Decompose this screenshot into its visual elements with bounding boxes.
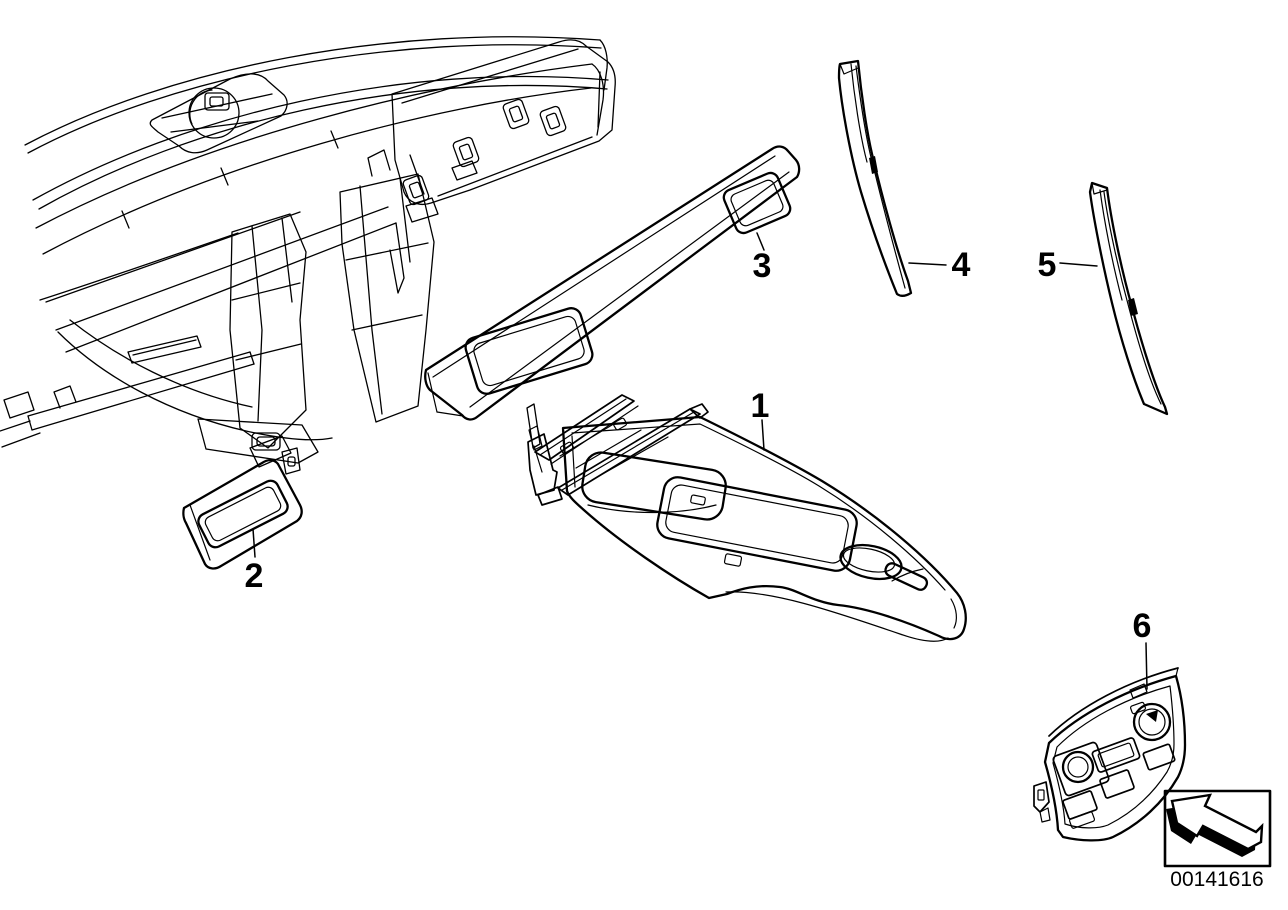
knob-opening-right: [1132, 702, 1172, 742]
part-5-trim-strip-drawing: [1088, 181, 1169, 416]
leader-line-6: [1145, 642, 1148, 690]
callout-leader-lines: [252, 232, 1148, 690]
part-2-trim-plate-drawing: [182, 458, 303, 570]
part-3-dashboard-trim-strip-drawing: [424, 145, 801, 421]
stamp-border: [1163, 789, 1272, 868]
leader-line-3: [756, 232, 765, 251]
knob-opening-left: [1052, 741, 1110, 797]
leader-line-4: [908, 262, 947, 266]
callout-6[interactable]: 6: [1132, 607, 1152, 645]
callout-5[interactable]: 5: [1037, 246, 1057, 284]
part-6-rear-panel-drawing: [1033, 667, 1187, 842]
part-4-trim-strip-drawing: [837, 59, 913, 297]
leader-line-1: [761, 419, 765, 451]
callout-1[interactable]: 1: [750, 387, 770, 425]
lower-bracket-drawing: [197, 418, 319, 475]
glovebox-trough-drawing: [391, 39, 616, 223]
leader-line-2: [252, 528, 256, 558]
image-number: 00141616: [1170, 868, 1264, 891]
callout-3[interactable]: 3: [752, 247, 772, 285]
side-bracket: [1033, 781, 1051, 823]
dashboard-carrier-drawing: [0, 36, 616, 475]
direction-arrow-icon: [1166, 793, 1264, 857]
leader-line-5: [1059, 262, 1098, 267]
callout-4[interactable]: 4: [951, 246, 971, 284]
part-1-center-console-trim-drawing: [527, 394, 967, 642]
vent-cluster-drawing: [149, 73, 288, 154]
image-stamp: [1163, 789, 1272, 868]
sliding-tray-drawing: [527, 394, 709, 506]
center-brace-right-drawing: [339, 149, 435, 423]
center-brace-left-drawing: [229, 213, 307, 468]
callout-2[interactable]: 2: [244, 557, 264, 595]
